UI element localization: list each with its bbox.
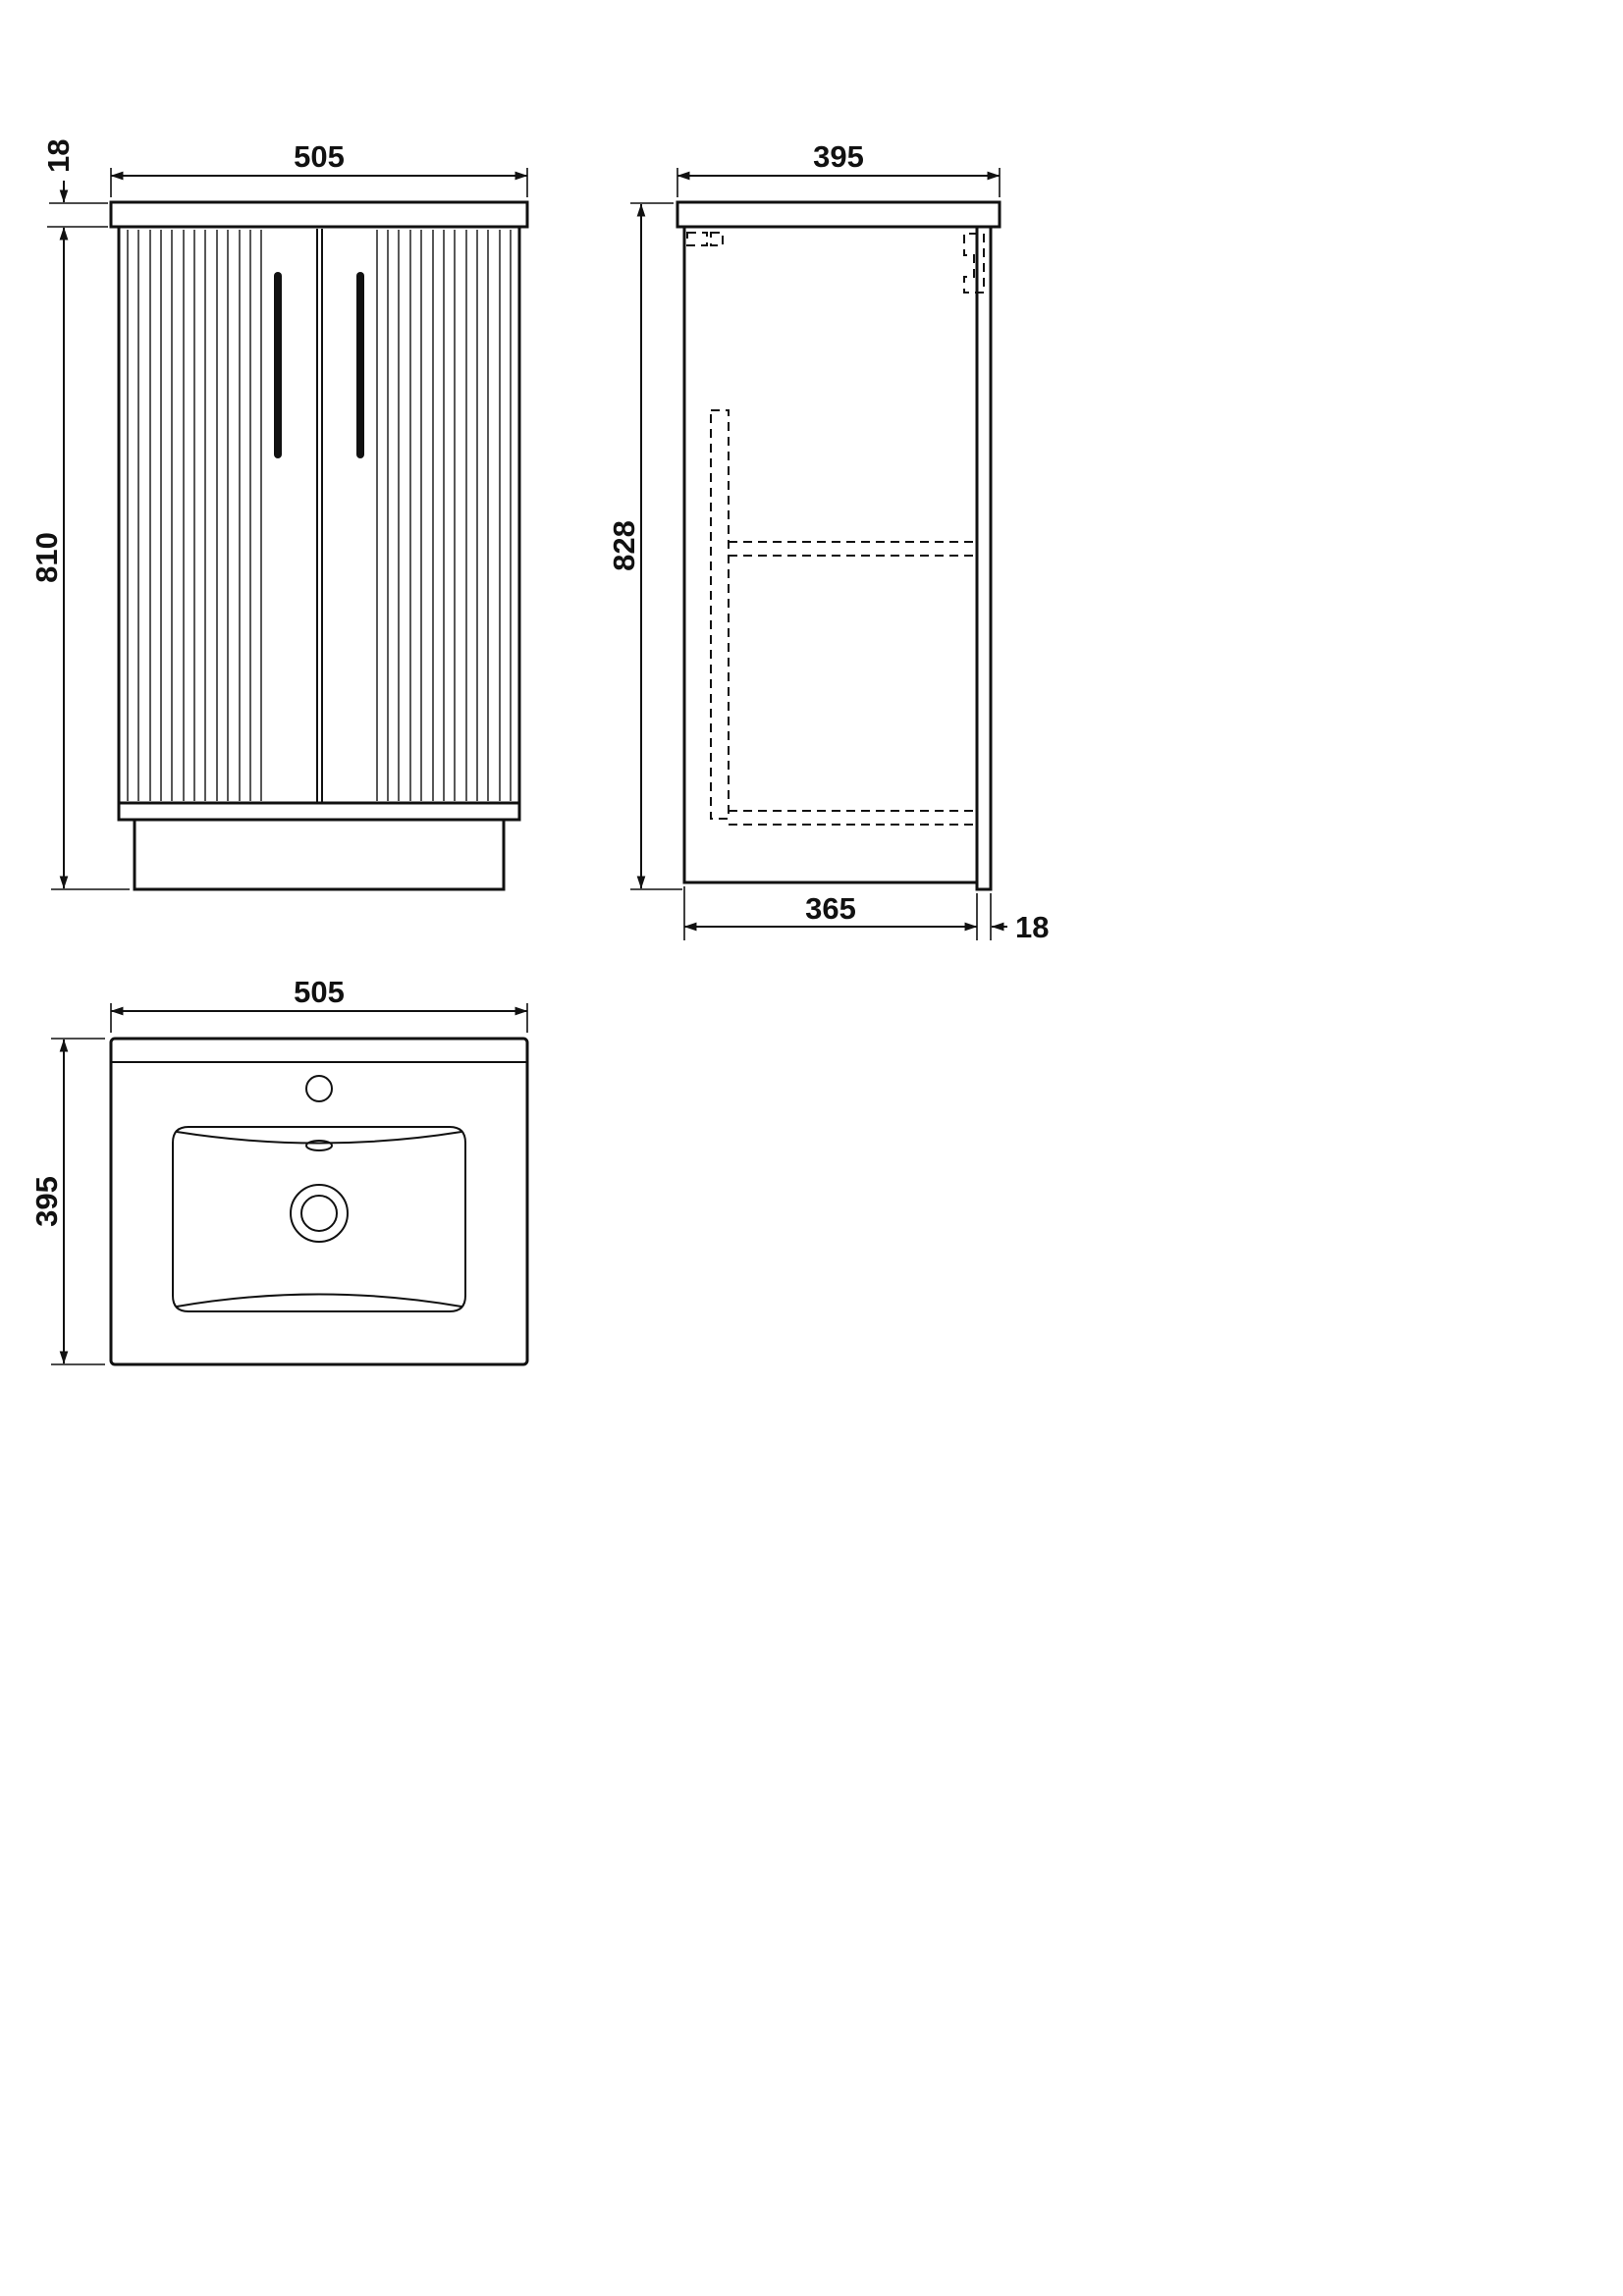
plan-bowl-outline (172, 1126, 466, 1312)
side-fixing-bracket-detail (686, 232, 724, 246)
front-counter-thickness-label: 18 (41, 139, 76, 173)
front-door-handle-right (356, 272, 364, 458)
side-bottom-panel-hidden-detail (729, 810, 977, 826)
side-view (676, 200, 1001, 891)
plan-dimensions: 505 395 (29, 975, 528, 1365)
front-door-flutes-right (376, 230, 512, 801)
plan-basin-outline (109, 1037, 529, 1366)
side-runner-hidden-detail (710, 409, 730, 820)
plan-waste-inner (300, 1195, 338, 1232)
side-carcass-depth-label: 365 (805, 891, 856, 926)
plan-overflow-slot (305, 1140, 333, 1151)
front-countertop (109, 200, 529, 229)
plan-width-label: 505 (294, 975, 345, 1009)
front-height-label: 810 (29, 532, 64, 583)
side-door-slab (975, 225, 993, 891)
front-door-flutes-left (127, 230, 262, 801)
front-cabinet-outline (117, 225, 521, 822)
side-height-extension-lines (630, 202, 682, 890)
front-width-label: 505 (294, 139, 345, 174)
front-dimensions: 505 18 810 (29, 139, 528, 890)
plan-bowl-front-curve (176, 1293, 462, 1308)
plan-view (109, 1037, 529, 1366)
plan-depth-extension-lines (51, 1038, 105, 1365)
side-door-thickness-label: 18 (1015, 910, 1049, 944)
plan-depth-label: 395 (29, 1176, 64, 1227)
side-carcass-outline (682, 225, 979, 884)
front-view (109, 200, 529, 891)
side-height-label: 828 (607, 520, 641, 571)
side-hinge-detail (963, 233, 985, 294)
front-door-divider (316, 229, 323, 803)
front-counter-extension-lines (47, 202, 108, 228)
side-countertop (676, 200, 1001, 229)
plan-tap-hole (305, 1075, 333, 1102)
side-depth-label: 395 (813, 139, 864, 174)
side-dimensions: 395 828 365 18 (607, 139, 1049, 944)
plan-bowl-back-curve (176, 1131, 462, 1145)
front-door-handle-left (274, 272, 282, 458)
plan-waste-outer (290, 1184, 349, 1243)
side-shelf-hidden-detail (729, 541, 977, 557)
front-plinth (133, 818, 506, 891)
side-carcass-depth-extension-lines (683, 886, 992, 940)
